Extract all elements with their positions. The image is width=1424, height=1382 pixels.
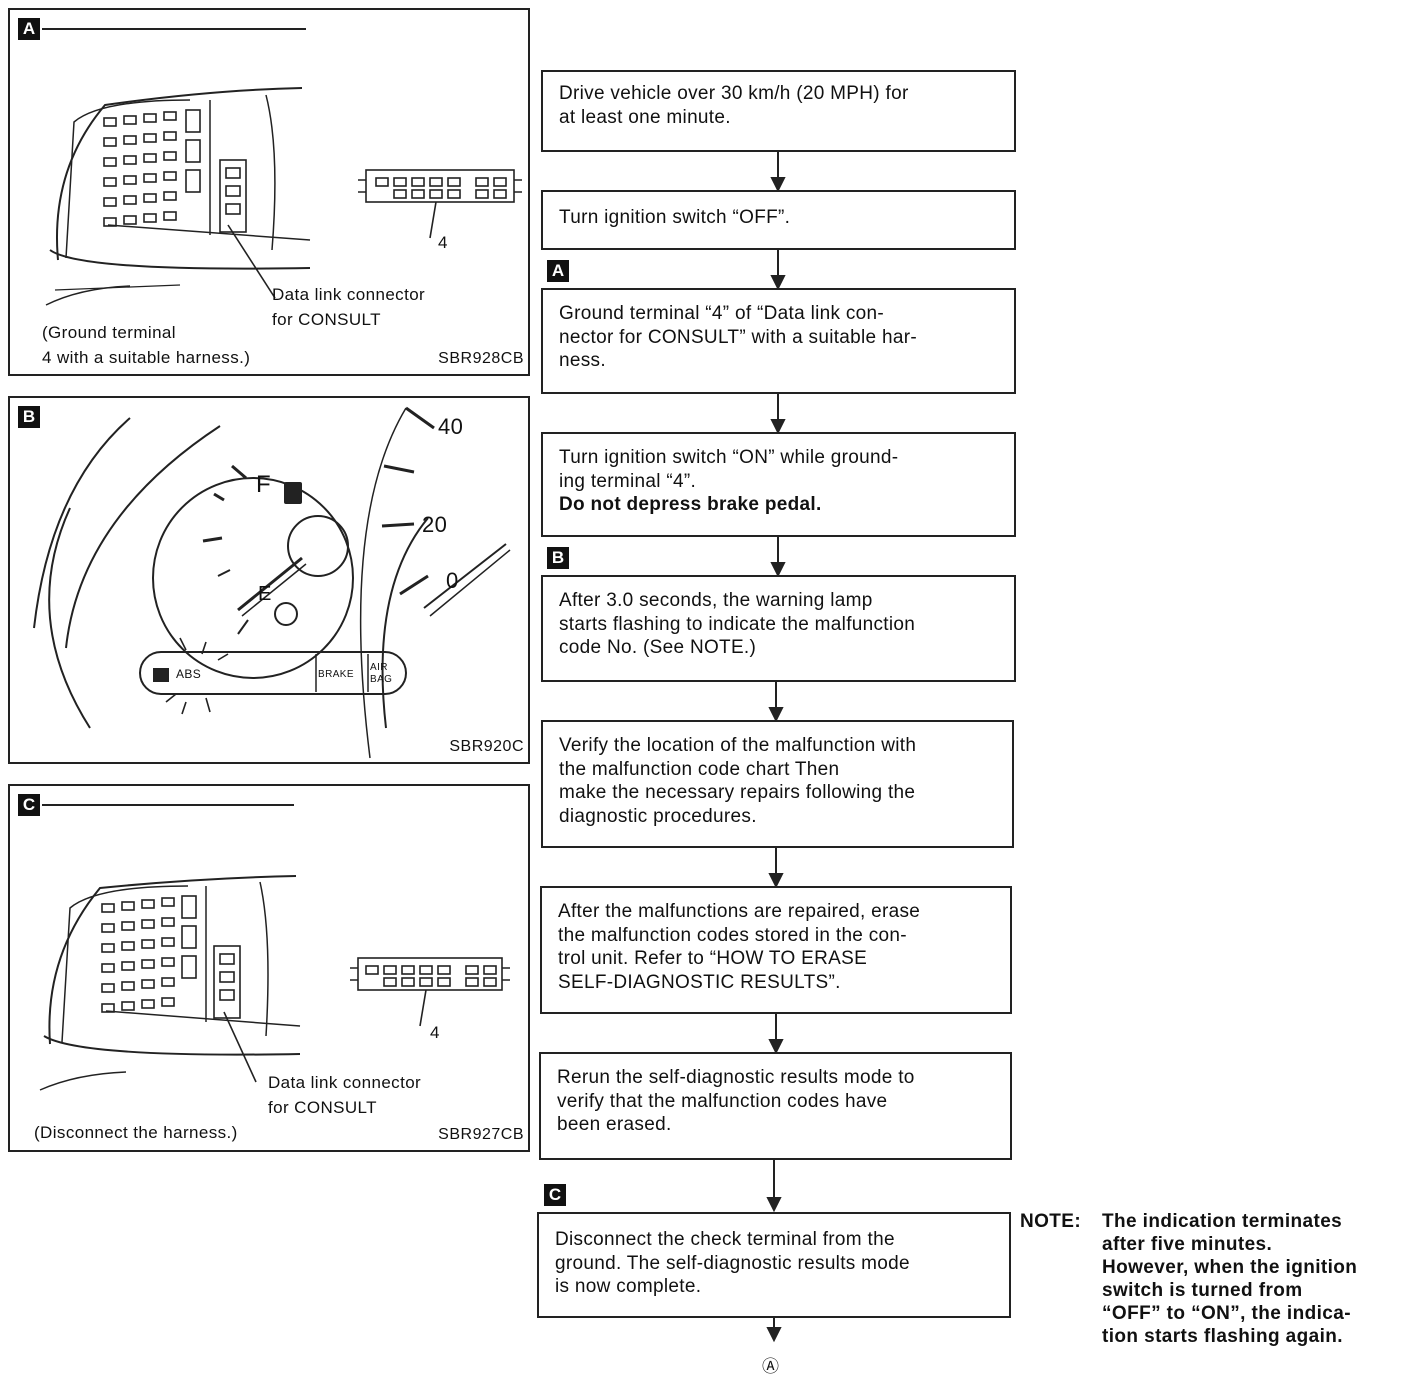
step-line: Drive vehicle over 30 km/h (20 MPH) for bbox=[559, 83, 909, 104]
step-ignition-on: Turn ignition switch “ON” while ground- … bbox=[541, 432, 1016, 537]
figure-b-tag: B bbox=[18, 406, 40, 428]
figure-c-code: SBR927CB bbox=[438, 1126, 524, 1143]
figure-a-pin-label: 4 bbox=[438, 233, 448, 252]
step-line: ing terminal “4”. bbox=[559, 470, 697, 492]
figure-a-tag: A bbox=[18, 18, 40, 40]
figure-a-note-line-1: (Ground terminal bbox=[42, 323, 176, 342]
figure-b-code: SBR920C bbox=[449, 738, 524, 755]
fuse-box-illustration bbox=[39, 875, 510, 1091]
step-line: ness. bbox=[559, 350, 606, 371]
note-label: NOTE: bbox=[1020, 1211, 1082, 1232]
figure-c-callout-line-2: for CONSULT bbox=[268, 1098, 377, 1117]
step-line: trol unit. Refer to “HOW TO ERASE bbox=[558, 948, 868, 969]
step-rerun-mode: Rerun the self-diagnostic results mode t… bbox=[539, 1052, 1012, 1160]
step-line: code No. (See NOTE.) bbox=[559, 637, 757, 658]
step-line: ground. The self-diagnostic results mode bbox=[555, 1252, 910, 1274]
step-line: been erased. bbox=[557, 1114, 672, 1135]
figure-a-callout-line-1: Data link connector bbox=[272, 285, 426, 304]
step-line: Rerun the self-diagnostic results mode t… bbox=[557, 1067, 915, 1088]
step-tag-a: A bbox=[547, 260, 569, 282]
step-line: the malfunction code chart Then bbox=[559, 758, 840, 780]
step-disconnect-terminal: Disconnect the check terminal from the g… bbox=[537, 1212, 1011, 1318]
step-line: the malfunction codes stored in the con- bbox=[558, 924, 907, 946]
step-warning-lamp-flashing: After 3.0 seconds, the warning lamp star… bbox=[541, 575, 1016, 682]
step-line: is now complete. bbox=[555, 1276, 702, 1297]
figure-c-callout-line-1: Data link connector bbox=[268, 1073, 422, 1092]
note-body: The indication terminates after five min… bbox=[1102, 1210, 1357, 1348]
figure-c-tag: C bbox=[18, 794, 40, 816]
brake-warning-lamp: BRAKE bbox=[318, 669, 354, 680]
figure-a-callout-line-2: for CONSULT bbox=[272, 310, 381, 329]
step-line: Ground terminal “4” of “Data link con- bbox=[559, 303, 885, 324]
note-line: tion starts flashing again. bbox=[1102, 1326, 1343, 1347]
note-line: switch is turned from bbox=[1102, 1280, 1303, 1301]
figure-b-panel: B bbox=[8, 396, 530, 764]
figure-c-panel: C 4 bbox=[8, 784, 530, 1152]
gauge-empty-mark: E bbox=[258, 583, 272, 605]
note-line: after five minutes. bbox=[1102, 1234, 1273, 1255]
step-warning-line: Do not depress brake pedal. bbox=[559, 494, 822, 515]
step-tag-b: B bbox=[547, 547, 569, 569]
step-ground-terminal: Ground terminal “4” of “Data link con- n… bbox=[541, 288, 1016, 394]
fuse-box-illustration bbox=[45, 87, 522, 306]
figure-c-note-line-1: (Disconnect the harness.) bbox=[34, 1123, 238, 1142]
step-tag-c: C bbox=[544, 1184, 566, 1206]
step-line: After 3.0 seconds, the warning lamp bbox=[559, 590, 873, 611]
step-line: Turn ignition switch “OFF”. bbox=[559, 207, 791, 228]
step-line: Disconnect the check terminal from the bbox=[555, 1229, 895, 1250]
speed-mark-40: 40 bbox=[438, 414, 464, 439]
step-line: verify that the malfunction codes have bbox=[557, 1090, 888, 1112]
step-line: SELF-DIAGNOSTIC RESULTS”. bbox=[558, 971, 841, 993]
step-verify-location: Verify the location of the malfunction w… bbox=[541, 720, 1014, 848]
step-line: Verify the location of the malfunction w… bbox=[559, 735, 917, 756]
instrument-cluster-illustration bbox=[33, 406, 511, 759]
step-line: at least one minute. bbox=[559, 106, 731, 128]
figure-c-rule bbox=[42, 804, 294, 806]
step-line: make the necessary repairs following the bbox=[559, 782, 916, 803]
note-line: “OFF” to “ON”, the indica- bbox=[1102, 1303, 1351, 1324]
figure-a-code: SBR928CB bbox=[438, 350, 524, 367]
gauge-full-mark: F bbox=[256, 471, 272, 498]
figure-a-panel: A bbox=[8, 8, 530, 376]
step-line: After the malfunctions are repaired, era… bbox=[558, 901, 921, 922]
step-line: starts flashing to indicate the malfunct… bbox=[559, 613, 916, 635]
continuation-mark: Ⓐ bbox=[762, 1357, 779, 1376]
step-erase-codes: After the malfunctions are repaired, era… bbox=[540, 886, 1012, 1014]
note-line: The indication terminates bbox=[1102, 1211, 1343, 1232]
figure-c-pin-label: 4 bbox=[430, 1023, 440, 1042]
abs-warning-lamp: ABS bbox=[176, 667, 202, 681]
airbag-warning-lamp: AIR BAG bbox=[370, 662, 393, 685]
step-ignition-off: Turn ignition switch “OFF”. bbox=[541, 190, 1016, 250]
step-line: nector for CONSULT” with a suitable har- bbox=[559, 326, 917, 348]
figure-a-rule bbox=[42, 28, 306, 30]
step-drive-vehicle: Drive vehicle over 30 km/h (20 MPH) for … bbox=[541, 70, 1016, 152]
speed-mark-0: 0 bbox=[446, 568, 459, 593]
figure-a-note-line-2: 4 with a suitable harness.) bbox=[42, 348, 251, 367]
step-line: Turn ignition switch “ON” while ground- bbox=[559, 447, 899, 468]
step-line: diagnostic procedures. bbox=[559, 805, 757, 827]
note-line: However, when the ignition bbox=[1102, 1257, 1358, 1278]
speed-mark-20: 20 bbox=[422, 512, 448, 537]
